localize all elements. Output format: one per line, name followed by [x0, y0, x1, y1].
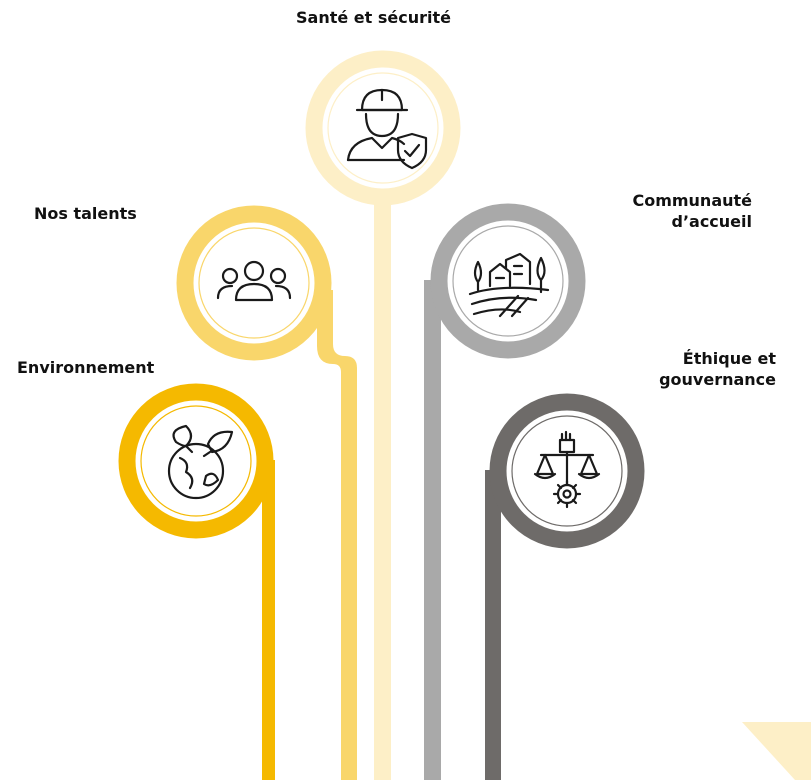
stem-communaute — [424, 280, 441, 780]
corner-accent — [742, 722, 811, 780]
label-nos-talents: Nos talents — [34, 203, 137, 224]
worker-shield-icon — [346, 88, 428, 170]
label-env-line-1: Environnement — [17, 358, 155, 377]
label-ethique-gouvernance: Éthique et gouvernance — [616, 348, 776, 390]
circle-talents — [176, 205, 332, 361]
globe-leaves-icon — [167, 424, 234, 500]
label-talents-line-1: Nos talents — [34, 204, 137, 223]
label-communaute-accueil: Communauté d’accueil — [602, 190, 752, 232]
stem-ethique — [485, 470, 501, 780]
stem-talents — [317, 290, 357, 780]
label-environnement: Environnement — [17, 357, 154, 378]
label-comm-line-2: d’accueil — [671, 212, 752, 231]
circle-communaute — [430, 203, 586, 359]
label-comm-line-1: Communauté — [632, 191, 752, 210]
people-group-icon — [216, 260, 292, 302]
label-eth-line-1: Éthique et — [682, 349, 776, 368]
label-sante-line-1: Santé et sécurité — [296, 8, 451, 27]
circle-sante — [305, 50, 461, 206]
scales-fist-gear-icon — [533, 430, 601, 509]
stem-sante — [374, 190, 391, 780]
stem-environnement — [262, 460, 275, 780]
village-landscape-icon — [468, 252, 550, 318]
label-eth-line-2: gouvernance — [659, 370, 776, 389]
label-sante-securite: Santé et sécurité — [296, 7, 451, 28]
circle-environnement — [118, 383, 274, 539]
circle-ethique — [489, 393, 645, 549]
